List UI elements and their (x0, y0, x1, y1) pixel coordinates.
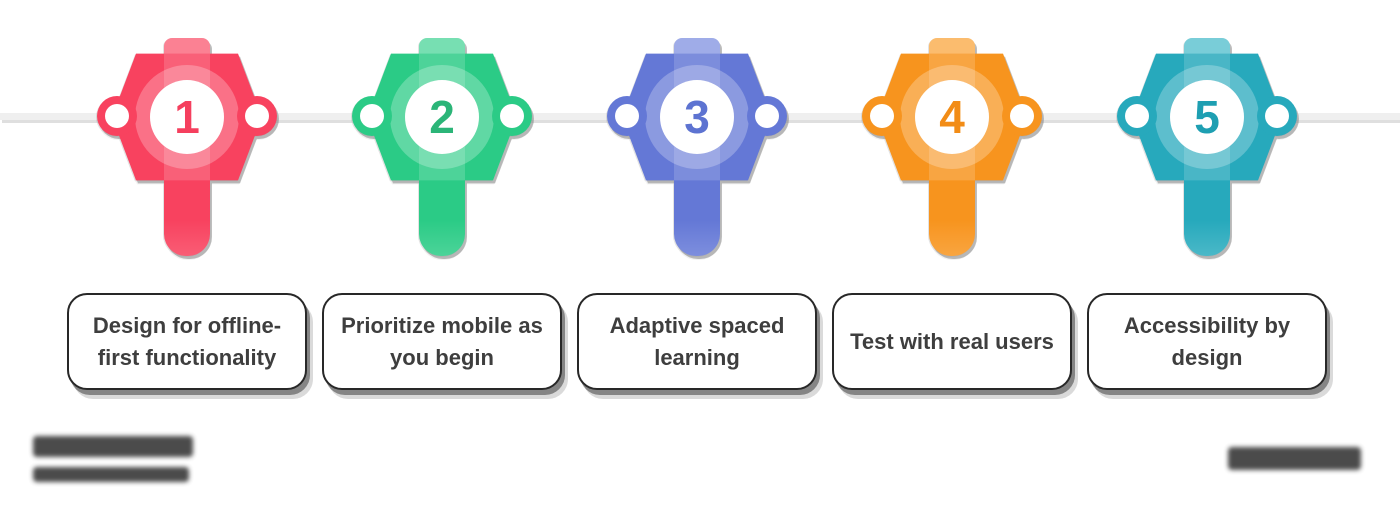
step-1-label: Design for offline-first functionality (92, 312, 282, 370)
step-4-right-connector-dot-inner (1010, 104, 1034, 128)
timeline-step-5: 5 Accessibility by design (1087, 0, 1327, 518)
step-3-hexagon: 3 (622, 53, 772, 181)
step-3-left-connector-dot (607, 96, 647, 136)
step-2-label-box: Prioritize mobile as you begin (322, 293, 562, 390)
blurred-watermark-left-line1 (33, 436, 193, 457)
timeline-step-4: 4 Test with real users (832, 0, 1072, 518)
timeline-step-3: 3 Adaptive spaced learning (577, 0, 817, 518)
step-4-right-connector-dot (1002, 96, 1042, 136)
step-1-number-circle: 1 (150, 80, 224, 154)
step-1-right-connector-dot-inner (245, 104, 269, 128)
step-3-stem-bottom (674, 176, 720, 256)
blurred-watermark-left-line2 (33, 467, 189, 482)
step-3-number: 3 (684, 91, 710, 143)
step-3-right-connector-dot-inner (755, 104, 779, 128)
step-3-right-connector-dot (747, 96, 787, 136)
step-3-marker: 3 (577, 0, 817, 270)
timeline-step-1: 1 Design for offline-first functionality (67, 0, 307, 518)
step-2-left-connector-dot-inner (360, 104, 384, 128)
step-5-stem-bottom (1184, 176, 1230, 256)
step-1-number: 1 (174, 91, 200, 143)
step-2-right-connector-dot-inner (500, 104, 524, 128)
step-2-label: Prioritize mobile as you begin (341, 312, 543, 370)
step-5-label: Accessibility by design (1123, 312, 1291, 370)
step-4-stem-bottom (929, 176, 975, 256)
step-4-marker: 4 (832, 0, 1072, 270)
step-4-label: Test with real users (850, 328, 1054, 354)
timeline-step-2: 2 Prioritize mobile as you begin (322, 0, 562, 518)
step-4-number: 4 (939, 91, 965, 143)
step-3-label-box: Adaptive spaced learning (577, 293, 817, 390)
step-3-left-connector-dot-inner (615, 104, 639, 128)
step-5-left-connector-dot-inner (1125, 104, 1149, 128)
step-1-left-connector-dot (97, 96, 137, 136)
step-5-left-connector-dot (1117, 96, 1157, 136)
step-5-marker: 5 (1087, 0, 1327, 270)
step-1-marker: 1 (67, 0, 307, 270)
step-1-stem-bottom (164, 176, 210, 256)
step-1-label-box: Design for offline-first functionality (67, 293, 307, 390)
step-5-right-connector-dot-inner (1265, 104, 1289, 128)
step-3-number-circle: 3 (660, 80, 734, 154)
step-5-label-box: Accessibility by design (1087, 293, 1327, 390)
step-1-left-connector-dot-inner (105, 104, 129, 128)
step-4-left-connector-dot (862, 96, 902, 136)
step-2-hexagon: 2 (367, 53, 517, 181)
step-5-number-circle: 5 (1170, 80, 1244, 154)
step-3-label: Adaptive spaced learning (609, 312, 785, 370)
step-2-number-circle: 2 (405, 80, 479, 154)
step-2-marker: 2 (322, 0, 562, 270)
step-2-right-connector-dot (492, 96, 532, 136)
step-2-left-connector-dot (352, 96, 392, 136)
step-5-right-connector-dot (1257, 96, 1297, 136)
step-1-hexagon: 1 (112, 53, 262, 181)
step-2-number: 2 (429, 91, 455, 143)
step-1-right-connector-dot (237, 96, 277, 136)
blurred-watermark-right (1228, 447, 1361, 470)
step-4-left-connector-dot-inner (870, 104, 894, 128)
step-4-label-box: Test with real users (832, 293, 1072, 390)
step-5-number: 5 (1194, 91, 1220, 143)
step-2-stem-bottom (419, 176, 465, 256)
step-4-number-circle: 4 (915, 80, 989, 154)
